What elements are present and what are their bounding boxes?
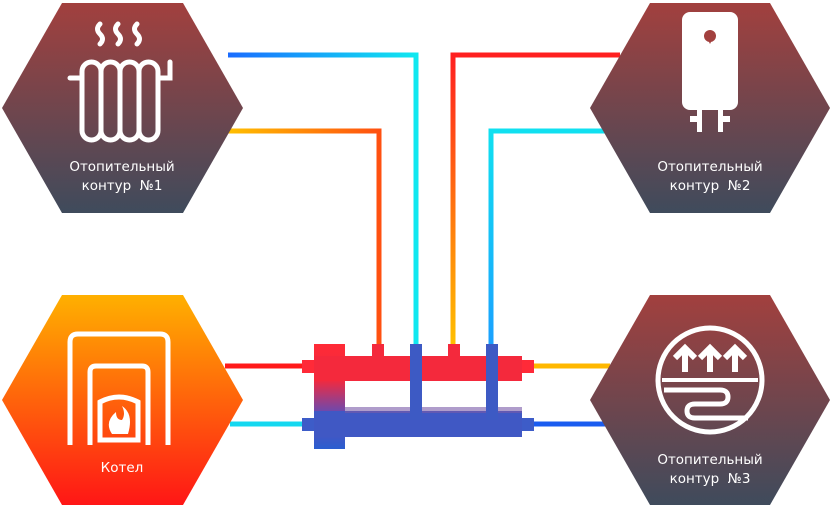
underfloor-heating-icon: [655, 325, 765, 435]
hydraulic-manifold: [302, 344, 534, 449]
circuit3-hexagon: [590, 295, 830, 505]
pipes: [225, 52, 620, 427]
circuit2-label: Отопительный контур №2: [657, 159, 763, 194]
boiler-label: Котел: [100, 460, 144, 476]
boiler-fire-icon: [67, 331, 171, 445]
pipe-circuit2-supply: [450, 52, 620, 346]
water-heater-icon: [682, 12, 738, 132]
boiler-hexagon: [2, 295, 243, 505]
circuit1-label: Отопительный контур №1: [69, 159, 175, 194]
pipe-circuit1-supply: [228, 128, 382, 346]
radiator-icon: [67, 21, 173, 143]
circuit3-label: Отопительный контур №3: [657, 452, 763, 487]
pipe-circuit2-return: [488, 128, 612, 346]
pipe-circuit1-return: [228, 52, 419, 346]
